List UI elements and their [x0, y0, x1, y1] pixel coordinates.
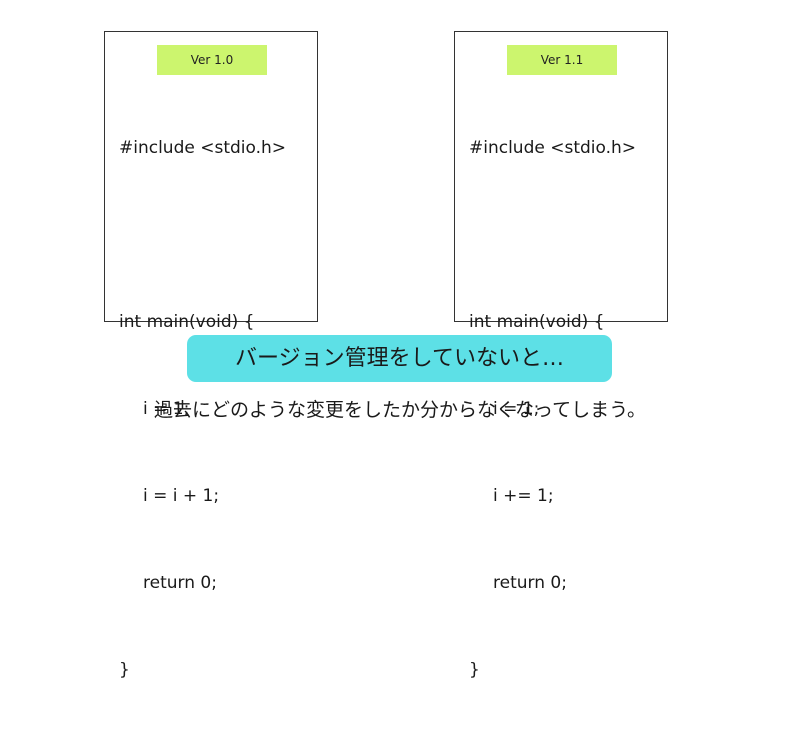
- code-line-increment: i += 1;: [493, 486, 554, 506]
- warning-callout: バージョン管理をしていないと…: [187, 335, 612, 382]
- code-document-v1-0: Ver 1.0 #include <stdio.h> int main(void…: [104, 31, 318, 680]
- code-line-assign: i = 1;: [493, 399, 540, 419]
- code-document-v1-1: Ver 1.1 #include <stdio.h> int main(void…: [454, 31, 668, 680]
- code-line-increment: i = i + 1;: [143, 486, 220, 506]
- code-line-return: return 0;: [493, 573, 567, 593]
- code-line-main: int main(void) {: [119, 312, 255, 332]
- code-line-assign: i = 1;: [143, 399, 190, 419]
- code-line-blank: [119, 221, 313, 250]
- caption-text: 過去にどのような変更をしたか分からなくなってしまう。: [154, 399, 646, 421]
- version-badge: Ver 1.0: [157, 45, 267, 75]
- code-line-include: #include <stdio.h>: [469, 138, 637, 158]
- version-badge: Ver 1.1: [507, 45, 617, 75]
- code-line-include: #include <stdio.h>: [119, 138, 287, 158]
- code-line-close-brace: }: [469, 660, 480, 680]
- code-line-close-brace: }: [119, 660, 130, 680]
- code-line-main: int main(void) {: [469, 312, 605, 332]
- code-line-return: return 0;: [143, 573, 217, 593]
- code-line-blank: [469, 221, 663, 250]
